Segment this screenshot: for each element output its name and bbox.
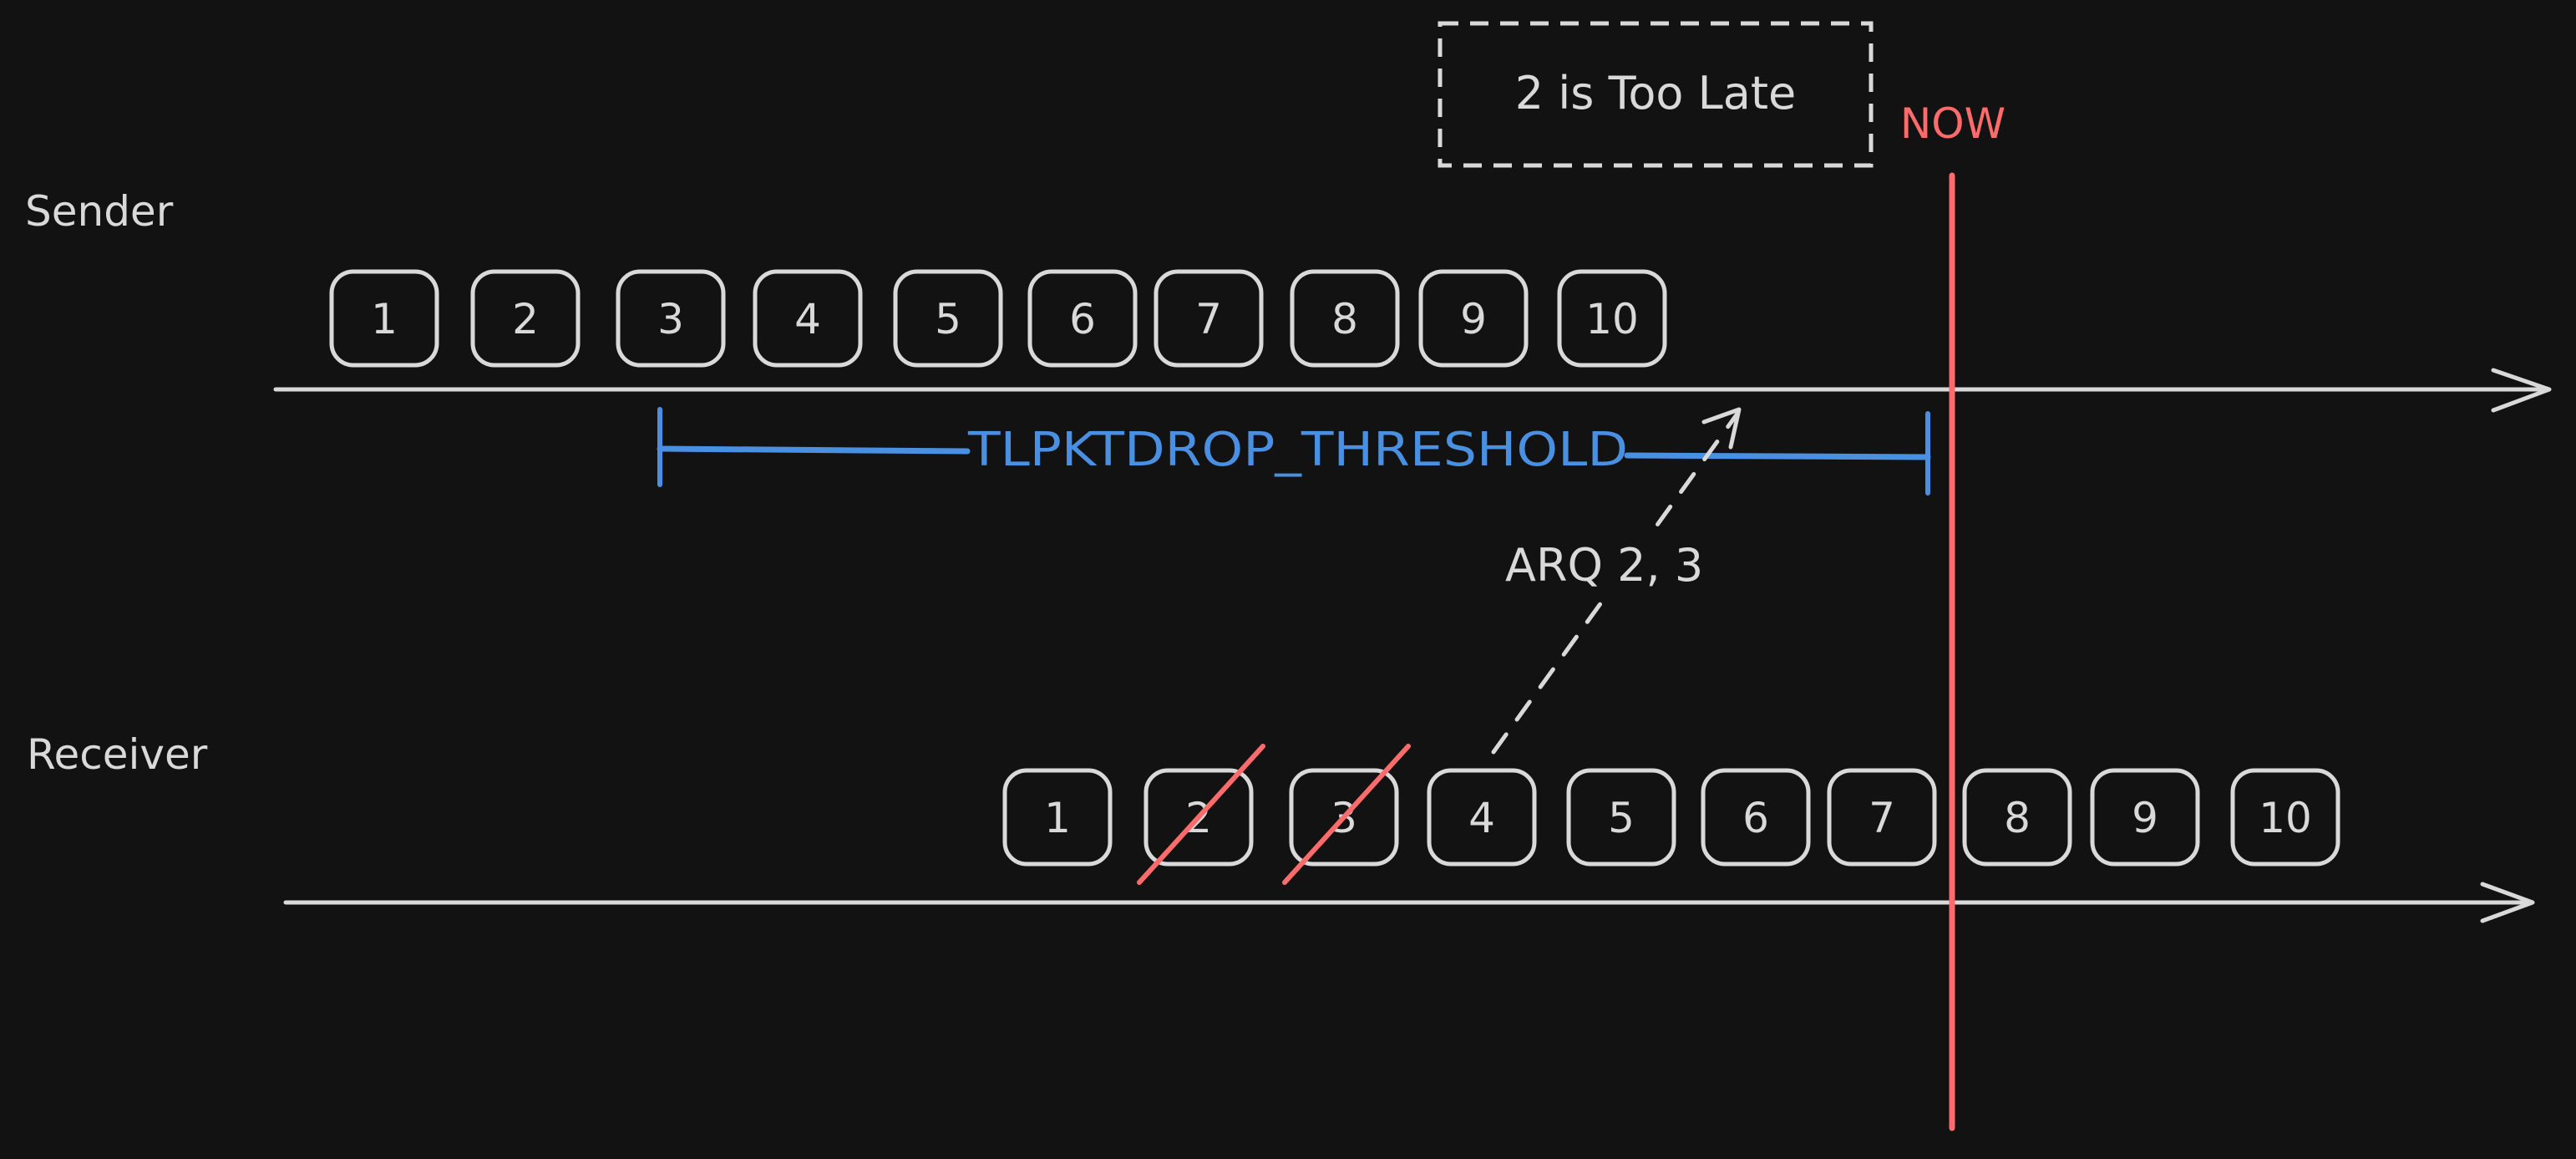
sender-packet-number: 9 [1460, 295, 1487, 343]
sender-packet-number: 2 [512, 295, 539, 343]
sender-packet-4: 4 [753, 269, 863, 368]
sender-packet-7: 7 [1154, 269, 1264, 368]
arq-arrow-head [1701, 407, 1742, 450]
threshold-bracket: TLPKTDROP_THRESHOLD [657, 407, 1931, 496]
receiver-packet-number: 7 [1869, 794, 1895, 842]
sender-packet-number: 6 [1069, 295, 1096, 343]
sender-packet-box [1557, 269, 1667, 368]
sender-packet-box [1418, 269, 1529, 368]
too-late-note: 2 is Too Late [1438, 21, 1874, 168]
threshold-label: TLPKTDROP_THRESHOLD [967, 423, 1628, 477]
arq-label-backdrop [1504, 531, 1746, 598]
receiver-packet-box [1002, 768, 1113, 867]
receiver-packet-3: 3 [1289, 768, 1399, 867]
receiver-label: Receiver [27, 730, 208, 779]
now-label: NOW [1900, 99, 2006, 148]
sender-packet-6: 6 [1027, 269, 1138, 368]
threshold-line-left [657, 445, 971, 455]
sender-packet-9: 9 [1418, 269, 1529, 368]
receiver-packet-10: 10 [2230, 768, 2340, 867]
receiver-packet-number: 5 [1608, 794, 1635, 842]
sender-packet-box [893, 269, 1003, 368]
sender-timeline-arrowhead [2491, 368, 2552, 413]
now-marker: NOW [1900, 99, 2006, 1131]
receiver-packet-box [1143, 768, 1254, 867]
receiver-packet-1: 1 [1002, 768, 1113, 867]
sender-packet-number: 5 [935, 295, 961, 343]
receiver-packet-number: 8 [2004, 794, 2031, 842]
receiver-packet-box [1827, 768, 1937, 867]
sender-packet-2: 2 [470, 269, 581, 368]
sender-packet-number: 7 [1195, 295, 1222, 343]
sender-packet-box [470, 269, 581, 368]
lost-packet-strike-3 [1282, 744, 1411, 885]
lost-packet-strike-2 [1137, 744, 1265, 885]
sender-packet-box [329, 269, 439, 368]
sender-packet-number: 1 [371, 295, 398, 343]
sender-packet-5: 5 [893, 269, 1003, 368]
receiver-packet-box [1427, 768, 1537, 867]
receiver-timeline-arrowhead [2480, 882, 2535, 923]
sender-timeline [273, 368, 2552, 413]
receiver-packet-8: 8 [1962, 768, 2072, 867]
sender-packet-10: 10 [1557, 269, 1667, 368]
receiver-packet-number: 4 [1468, 794, 1495, 842]
receiver-packet-9: 9 [2090, 768, 2200, 867]
too-late-note-box [1438, 21, 1874, 168]
sender-packet-box [1027, 269, 1138, 368]
sender-packet-8: 8 [1290, 269, 1400, 368]
sender-packet-number: 10 [1585, 295, 1639, 343]
sender-packet-row: 1 2 3 4 5 6 7 8 9 10 [329, 269, 1667, 368]
receiver-packet-number: 1 [1044, 794, 1071, 842]
sender-packet-3: 3 [616, 269, 726, 368]
receiver-packet-5: 5 [1566, 768, 1676, 867]
receiver-timeline [283, 882, 2535, 923]
sender-packet-box [753, 269, 863, 368]
receiver-packet-box [1289, 768, 1399, 867]
receiver-packet-box [1962, 768, 2072, 867]
receiver-packet-number: 9 [2132, 794, 2158, 842]
receiver-packet-box [2090, 768, 2200, 867]
sender-label: Sender [25, 187, 174, 236]
receiver-packet-6: 6 [1701, 768, 1811, 867]
receiver-packet-number: 10 [2259, 794, 2312, 842]
sender-packet-box [616, 269, 726, 368]
sender-packet-box [1290, 269, 1400, 368]
receiver-packet-box [2230, 768, 2340, 867]
arq-label: ARQ 2, 3 [1505, 539, 1703, 592]
threshold-line-right [1624, 452, 1931, 460]
sender-packet-number: 4 [794, 295, 821, 343]
sender-packet-number: 3 [657, 295, 684, 343]
sender-packet-box [1154, 269, 1264, 368]
receiver-packet-box [1701, 768, 1811, 867]
receiver-packet-7: 7 [1827, 768, 1937, 867]
lost-packet-strikes [1137, 744, 1411, 885]
sender-packet-1: 1 [329, 269, 439, 368]
receiver-packet-box [1566, 768, 1676, 867]
receiver-packet-4: 4 [1427, 768, 1537, 867]
sender-packet-number: 8 [1331, 295, 1358, 343]
too-late-note-text: 2 is Too Late [1515, 67, 1796, 119]
receiver-packet-number: 6 [1742, 794, 1769, 842]
